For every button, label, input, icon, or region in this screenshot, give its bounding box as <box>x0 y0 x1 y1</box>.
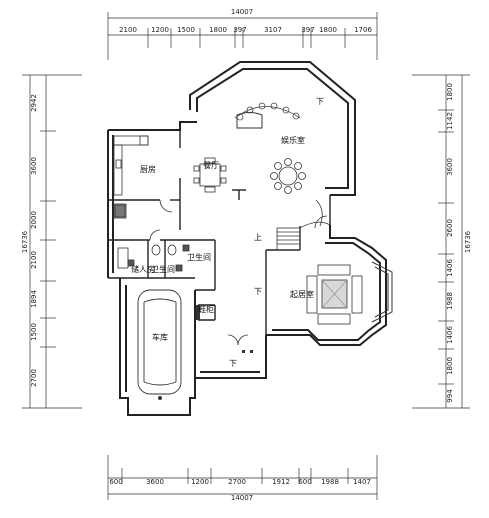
stair-mark-down-mid: 下 <box>254 287 262 296</box>
room-label-kitchen: 厨房 <box>140 164 156 174</box>
bottom-dim-6: 600 <box>298 478 311 486</box>
bottom-total-dimension: 14007 <box>231 494 253 502</box>
top-dim-6: 3107 <box>264 26 282 34</box>
left-dim-4: 2100 <box>30 251 38 269</box>
car <box>137 289 182 395</box>
left-dim-7: 2700 <box>30 369 38 387</box>
room-label-bath-left: 卫生间 <box>151 264 175 274</box>
top-dim-8: 1800 <box>319 26 337 34</box>
garage-floor-drain <box>158 396 162 400</box>
bottom-dim-3: 1200 <box>191 478 209 486</box>
right-dim-9: 994 <box>446 389 454 403</box>
kitchen-counters <box>113 135 149 219</box>
dining-table <box>193 157 227 193</box>
bay-window <box>371 261 393 323</box>
top-total-dimension: 14007 <box>231 8 253 16</box>
left-dimension-chain <box>22 74 82 409</box>
room-label-shoe-cabinet: 鞋柜 <box>198 304 214 314</box>
top-dim-7: 397 <box>301 26 314 34</box>
room-label-living: 起居室 <box>290 289 314 299</box>
sofa-set <box>306 264 363 325</box>
bottom-dim-7: 1988 <box>321 478 339 486</box>
room-label-bath-right: 卫生间 <box>187 252 211 262</box>
top-dim-3: 1500 <box>177 26 195 34</box>
bottom-dim-5: 1912 <box>272 478 290 486</box>
room-label-dining: 餐厅 <box>203 161 219 170</box>
room-label-entertainment: 娱乐室 <box>281 135 305 145</box>
arc-chairs <box>236 102 300 121</box>
top-dim-9: 1706 <box>354 26 372 34</box>
bottom-dim-1: 600 <box>109 478 122 486</box>
right-dimension-chain <box>412 74 470 409</box>
room-label-storage: 储人房 <box>131 264 155 274</box>
left-dim-6: 1500 <box>30 323 38 341</box>
stair-mark-down-bottom: 下 <box>229 359 237 368</box>
right-dim-8: 1800 <box>446 357 454 375</box>
bottom-dimension-chain <box>107 455 378 500</box>
right-total-dimension: 16736 <box>464 230 472 253</box>
right-dim-1: 1800 <box>446 83 454 101</box>
bottom-dim-2: 3600 <box>146 478 164 486</box>
left-dim-5: 1894 <box>30 290 38 308</box>
right-dim-5: 1406 <box>446 259 454 277</box>
top-dim-1: 2100 <box>119 26 137 34</box>
bottom-dim-4: 2700 <box>228 478 246 486</box>
interior-walls <box>108 130 331 335</box>
right-dim-4: 2600 <box>446 219 454 237</box>
room-label-garage: 车库 <box>152 332 168 342</box>
round-table <box>270 158 306 194</box>
exterior-walls <box>107 61 387 416</box>
top-dim-4: 1800 <box>209 26 227 34</box>
top-dim-2: 1200 <box>151 26 169 34</box>
bottom-dim-8: 1407 <box>353 478 371 486</box>
right-dim-2: 1142 <box>446 112 454 130</box>
right-dim-7: 1406 <box>446 326 454 344</box>
left-total-dimension: 16736 <box>21 230 29 253</box>
right-dim-3: 3600 <box>446 158 454 176</box>
bath-fixtures <box>117 244 190 272</box>
right-dim-6: 1988 <box>446 292 454 310</box>
staircase <box>276 199 331 251</box>
doors <box>149 199 328 346</box>
stair-mark-down-top: 下 <box>316 97 324 106</box>
top-dim-5: 397 <box>233 26 246 34</box>
left-dim-1: 2942 <box>30 94 38 112</box>
top-dimension-chain <box>107 12 378 60</box>
left-dim-3: 2000 <box>30 211 38 229</box>
curved-seating-arc <box>234 106 301 119</box>
stair-mark-up: 上 <box>254 233 262 242</box>
left-dim-2: 3600 <box>30 157 38 175</box>
columns <box>196 305 253 353</box>
